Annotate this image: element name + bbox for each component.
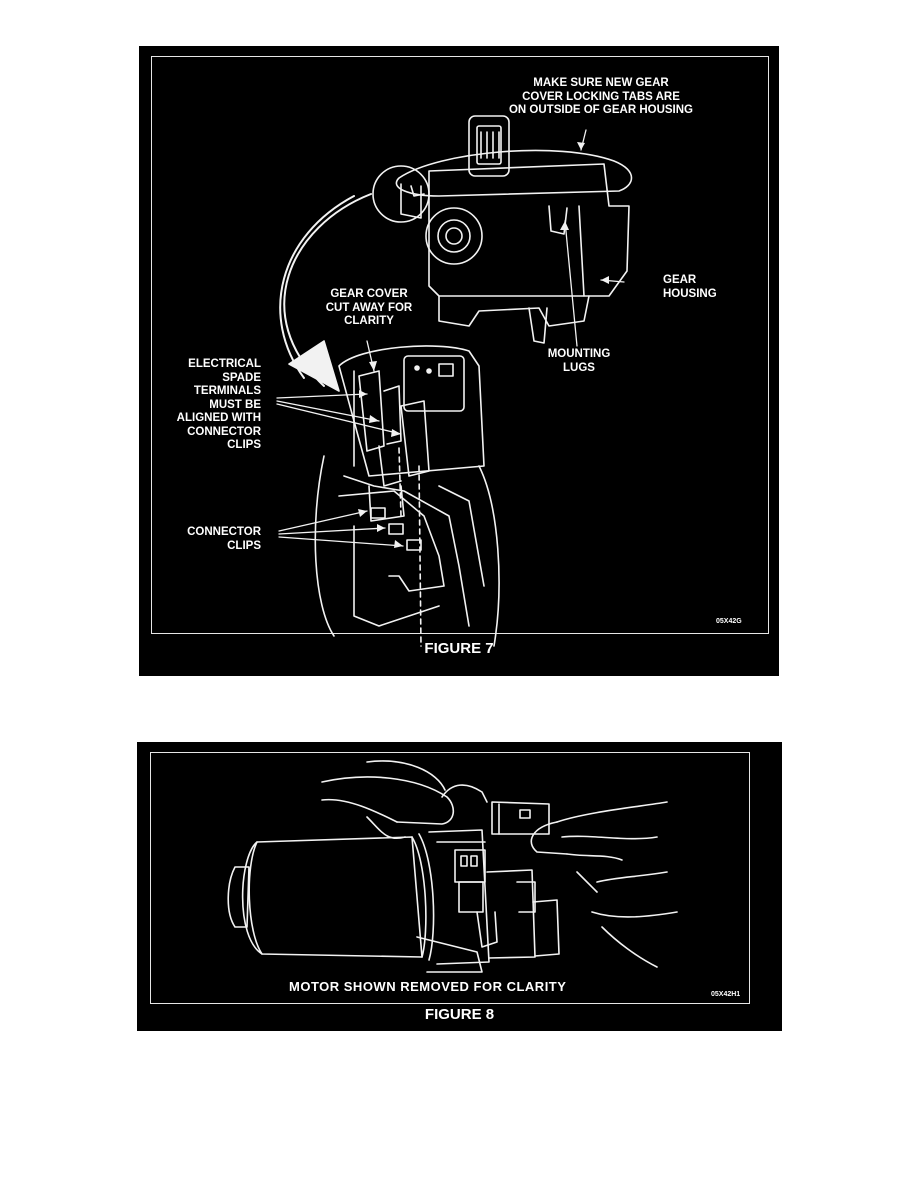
figure-7-frame — [151, 56, 769, 634]
figure-8-frame — [150, 752, 750, 1004]
callout-gear-housing: GEAR HOUSING — [663, 274, 717, 300]
figure-8: MOTOR SHOWN REMOVED FOR CLARITY 05X42H1 … — [137, 742, 782, 1031]
callout-connector-clips: CONNECTOR CLIPS — [187, 526, 261, 552]
figure-8-illustration — [227, 760, 678, 973]
figure-7-code: 05X42G — [716, 618, 742, 625]
connector-detail-drawing — [314, 345, 500, 647]
figure-8-note: MOTOR SHOWN REMOVED FOR CLARITY — [289, 979, 567, 994]
callout-gear-cover: GEAR COVER CUT AWAY FOR CLARITY — [325, 288, 413, 327]
callout-locking-tabs: MAKE SURE NEW GEAR COVER LOCKING TABS AR… — [508, 77, 693, 116]
figure-8-code: 05X42H1 — [711, 991, 741, 998]
leader-lines — [276, 129, 625, 547]
hands-drawing — [321, 760, 678, 968]
gear-housing-drawing — [395, 115, 633, 344]
figure-7-caption: FIGURE 7 — [424, 640, 494, 657]
callout-spade-terminals: ELECTRICAL SPADE TERMINALS MUST BE ALIGN… — [176, 358, 261, 451]
detail-circle — [372, 165, 430, 223]
figure-7-illustration — [276, 115, 633, 647]
motor-drawing — [227, 801, 560, 973]
figure-8-caption: FIGURE 8 — [424, 1006, 495, 1023]
figure-7: MAKE SURE NEW GEAR COVER LOCKING TABS AR… — [139, 46, 779, 676]
callout-mounting-lugs: MOUNTING LUGS — [547, 348, 611, 374]
